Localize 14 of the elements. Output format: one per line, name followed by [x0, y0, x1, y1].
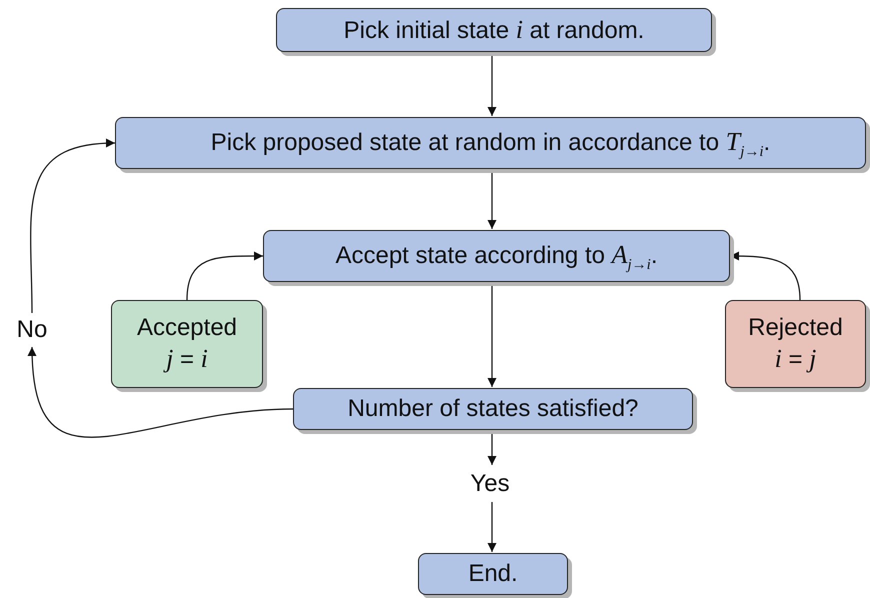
box-text: Rejected [748, 314, 843, 342]
arrow [28, 346, 294, 438]
branch-label: No [16, 316, 48, 344]
box-text: i = j [774, 342, 816, 374]
box-text: Pick initial state i at random. [344, 14, 644, 46]
branch-label: Yes [470, 470, 510, 498]
arrow [488, 502, 496, 552]
box-text: End. [468, 560, 518, 588]
box-text: Number of states satisfied? [348, 394, 638, 424]
box-text: Accept state according to A$_{j→i}$. [335, 238, 658, 274]
arrow [186, 252, 263, 300]
arrow [30, 139, 116, 313]
box-text: Pick proposed state at random in accordance to T$_{j→i}$. [210, 126, 770, 160]
box-text: Accepted [136, 314, 238, 342]
